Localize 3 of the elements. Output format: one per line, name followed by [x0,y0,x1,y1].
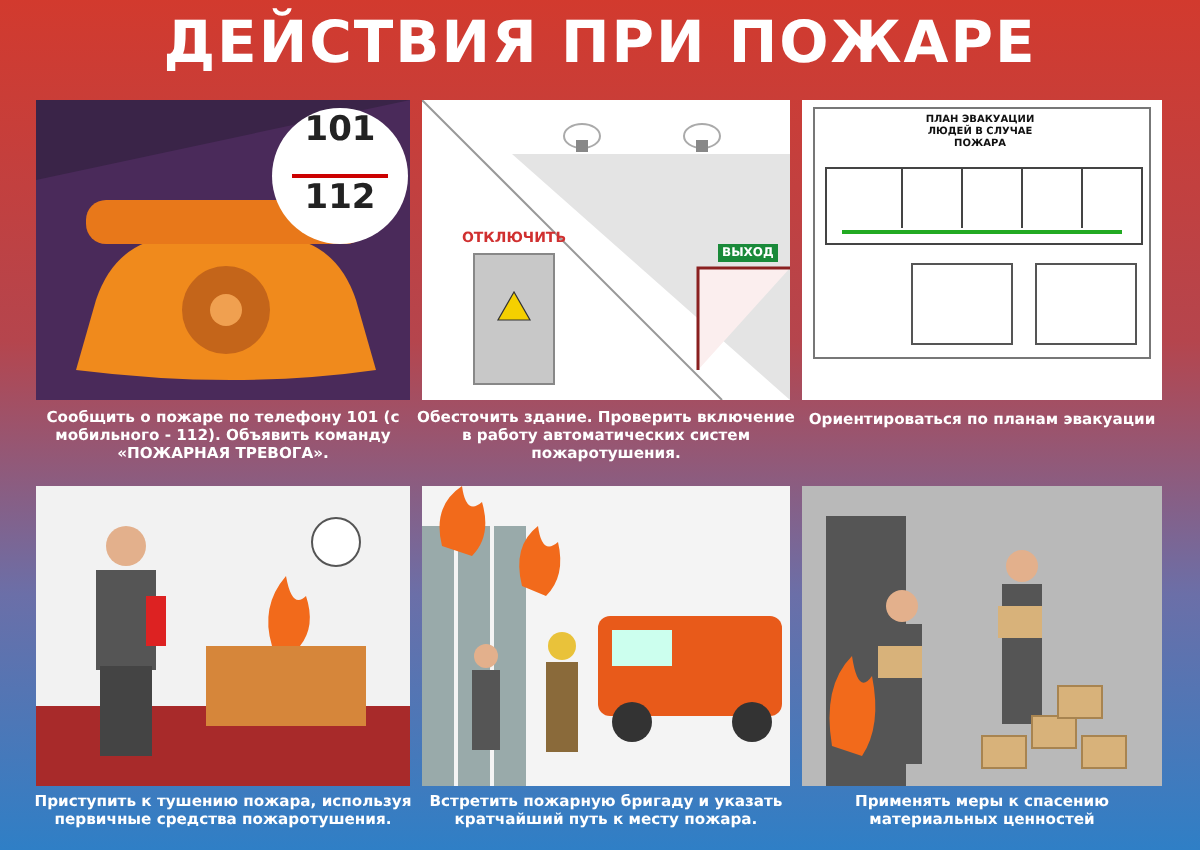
emergency-number: 101 [302,110,378,150]
poster-title: ДЕЙСТВИЯ ПРИ ПОЖАРЕ [161,8,1039,76]
emergency-number: 112 [302,178,378,218]
